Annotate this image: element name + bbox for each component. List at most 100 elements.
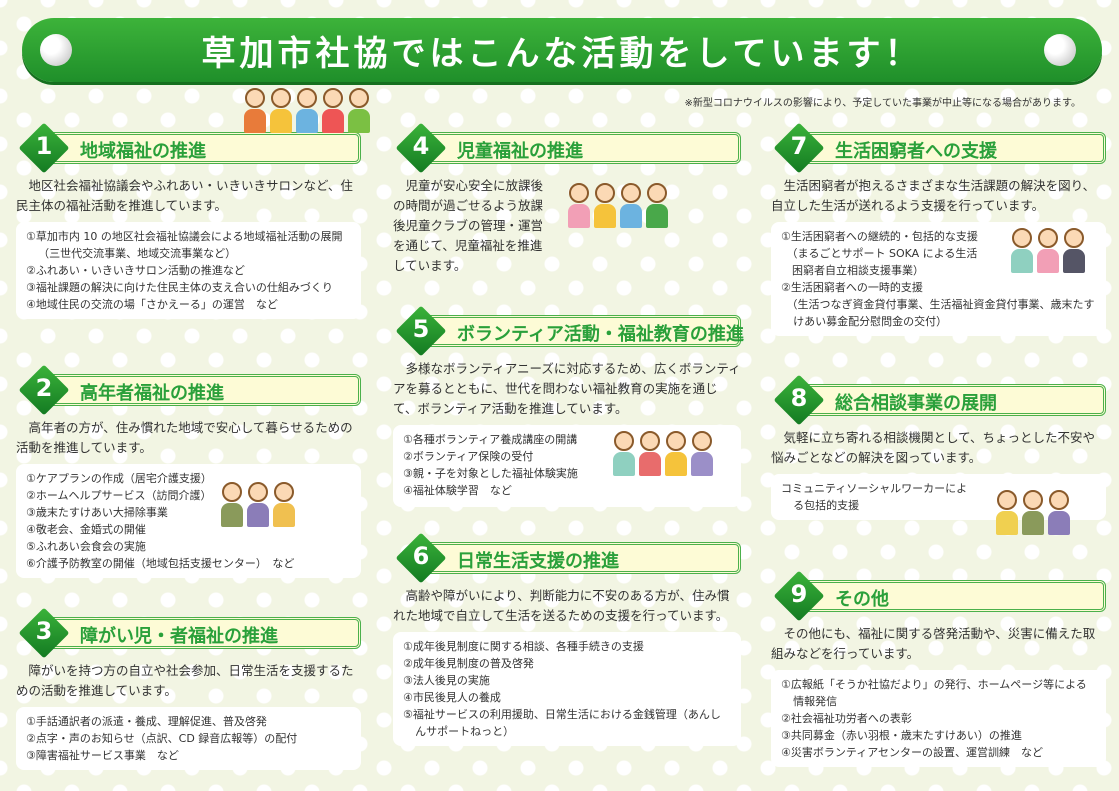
person-figure — [594, 183, 616, 228]
list-item: ③共同募金（赤い羽根・歳末たすけあい）の推進 — [781, 729, 1022, 742]
list-item: コミュニティソーシャルワーカーによる包括的支援 — [781, 482, 968, 512]
list-item: ③歳末たすけあい大掃除事業 — [26, 506, 168, 519]
section-2: 2 高年者福祉の推進 高年者の方が、住み慣れた地域で安心して暮らせるための活動を… — [16, 364, 361, 578]
section-number: 9 — [790, 580, 808, 608]
section-heading: 3 障がい児・者福祉の推進 — [18, 607, 361, 659]
list-item: ④市民後見人の養成 — [403, 691, 501, 704]
section-description: 障がいを持つ方の自立や社会参加、日常生活を支援するための活動を推進しています。 — [16, 663, 354, 698]
section-description: 高齢や障がいにより、判断能力に不安のある方が、住み慣れた地域で自立して生活を送る… — [393, 588, 730, 623]
section-title: 生活困窮者への支援 — [835, 141, 997, 162]
person-figure — [322, 88, 344, 133]
section-number: 5 — [412, 315, 430, 343]
family-volunteer-icon — [613, 431, 713, 476]
list-item: ②点字・声のお知らせ（点訳、CD 録音広報等）の配付 — [26, 732, 298, 745]
section-6: 6 日常生活支援の推進 高齢や障がいにより、判断能力に不安のある方が、住み慣れた… — [393, 532, 741, 746]
list-item: ①草加市内 10 の地区社会福祉協議会による地域福祉活動の展開（三世代交流事業、… — [26, 230, 343, 260]
section-description: その他にも、福祉に関する啓発活動や、災害に備えた取組みなどを行っています。 — [771, 626, 1096, 661]
section-title: その他 — [835, 589, 889, 610]
list-item: ②生活困窮者への一時的支援 — [781, 281, 923, 294]
section-3: 3 障がい児・者福祉の推進 障がいを持つ方の自立や社会参加、日常生活を支援するた… — [16, 607, 361, 770]
section-number: 6 — [412, 542, 430, 570]
section-heading: 9 その他 — [773, 570, 1106, 622]
list-item: ④地域住民の交流の場「さかえーる」の運営 など — [26, 298, 278, 311]
person-figure — [221, 482, 243, 527]
list-item: （生活つなぎ資金貸付事業、生活福祉資金貸付事業、歳末たすけあい募金配分慰問金の交… — [781, 298, 1095, 328]
list-item: ①成年後見制度に関する相談、各種手続きの支援 — [403, 640, 644, 653]
person-figure — [646, 183, 668, 228]
children-jumping-icon — [568, 183, 668, 228]
section-7: 7 生活困窮者への支援 生活困窮者が抱えるさまざまな生活課題の解決を図り、自立し… — [771, 122, 1106, 336]
list-item: ④災害ボランティアセンターの設置、運営訓練 など — [781, 746, 1043, 759]
person-figure — [244, 88, 266, 133]
section-number: 8 — [790, 384, 808, 412]
section-title: ボランティア活動・福祉教育の推進 — [457, 324, 744, 345]
section-description: 生活困窮者が抱えるさまざまな生活課題の解決を図り、自立した生活が送れるよう支援を… — [771, 178, 1096, 213]
list-item: ⑤ふれあい会食会の実施 — [26, 540, 146, 553]
section-title: 高年者福祉の推進 — [80, 383, 224, 404]
person-figure — [270, 88, 292, 133]
list-item: ①各種ボランティア養成講座の開講 — [403, 433, 578, 446]
list-item: ①ケアプランの作成（居宅介護支援） — [26, 472, 212, 485]
section-9: 9 その他 その他にも、福祉に関する啓発活動や、災害に備えた取組みなどを行ってい… — [771, 570, 1106, 767]
section-heading: 1 地域福祉の推進 — [18, 122, 361, 174]
list-item: ④敬老会、金婚式の開催 — [26, 523, 146, 536]
heading-ribbon — [34, 132, 361, 164]
person-figure — [996, 490, 1018, 535]
heading-ribbon — [411, 132, 741, 164]
page-title: 草加市社協ではこんな活動をしています！ — [201, 33, 923, 74]
section-title: 児童福祉の推進 — [457, 141, 583, 162]
list-item: ②成年後見制度の普及啓発 — [403, 657, 534, 670]
person-figure — [691, 431, 713, 476]
list-item: ③障害福祉サービス事業 など — [26, 749, 179, 762]
list-item: ①生活困窮者への継続的・包括的な支援 — [781, 230, 978, 243]
list-item: ①広報紙「そうか社協だより」の発行、ホームページ等による情報発信 — [781, 678, 1087, 708]
section-1: 1 地域福祉の推進 地区社会福祉協議会やふれあい・いきいきサロンなど、住民主体の… — [16, 88, 370, 319]
person-figure — [1011, 228, 1033, 273]
sphere-icon — [40, 34, 72, 66]
section-heading: 5 ボランティア活動・福祉教育の推進 — [395, 305, 744, 357]
list-item: ②ふれあい・いきいきサロン活動の推進など — [26, 264, 245, 277]
list-item: ①手話通訳者の派遣・養成、理解促進、普及啓発 — [26, 715, 267, 728]
heading-ribbon — [34, 617, 361, 649]
heading-ribbon — [34, 374, 361, 406]
list-item: 困窮者自立相談支援事業） — [781, 264, 924, 277]
section-description: 高年者の方が、住み慣れた地域で安心して暮らせるための活動を推進しています。 — [16, 420, 353, 455]
person-figure — [639, 431, 661, 476]
elderly-wheelchair-icon — [221, 482, 295, 527]
activity-list: ①手話通訳者の派遣・養成、理解促進、普及啓発 ②点字・声のお知らせ（点訳、CD 録… — [16, 707, 361, 770]
person-figure — [568, 183, 590, 228]
section-description: 多様なボランティアニーズに対応するため、広くボランティアを募るとともに、世代を問… — [393, 361, 741, 416]
family-group-icon — [244, 88, 370, 133]
section-5: 5 ボランティア活動・福祉教育の推進 多様なボランティアニーズに対応するため、広… — [393, 305, 744, 507]
person-figure — [247, 482, 269, 527]
consultation-icon — [1011, 228, 1085, 273]
person-figure — [1037, 228, 1059, 273]
section-heading: 7 生活困窮者への支援 — [773, 122, 1106, 174]
person-figure — [1063, 228, 1085, 273]
person-figure — [348, 88, 370, 133]
notice-text: ※新型コロナウイルスの影響により、予定していた事業が中止等になる場合があります。 — [684, 98, 1081, 109]
title-banner: 草加市社協ではこんな活動をしています！ — [22, 18, 1102, 82]
heading-ribbon — [789, 132, 1106, 164]
list-item: ⑥介護予防教室の開催（地域包括支援センター） など — [26, 557, 295, 570]
list-item: ③福祉課題の解決に向けた住民主体の支え合いの仕組みづくり — [26, 281, 333, 294]
list-item: ③親・子を対象とした福祉体験実施 — [403, 467, 578, 480]
section-number: 4 — [412, 132, 430, 160]
person-figure — [273, 482, 295, 527]
activity-list: ①ケアプランの作成（居宅介護支援） ②ホームヘルプサービス（訪問介護） ③歳末たすけ… — [16, 464, 361, 578]
section-number: 1 — [35, 132, 53, 160]
person-figure — [665, 431, 687, 476]
sphere-icon — [1044, 34, 1076, 66]
section-title: 日常生活支援の推進 — [457, 551, 619, 572]
person-figure — [620, 183, 642, 228]
section-heading: 4 児童福祉の推進 — [395, 122, 741, 174]
section-heading: 6 日常生活支援の推進 — [395, 532, 741, 584]
activity-list: ①草加市内 10 の地区社会福祉協議会による地域福祉活動の展開（三世代交流事業、… — [16, 222, 361, 319]
heading-ribbon — [411, 542, 741, 574]
section-number: 7 — [790, 132, 808, 160]
list-item: ④福祉体験学習 など — [403, 484, 512, 497]
list-item: ②ホームヘルプサービス（訪問介護） — [26, 489, 212, 502]
section-title: 総合相談事業の展開 — [835, 393, 997, 414]
counseling-elderly-icon — [996, 490, 1070, 535]
